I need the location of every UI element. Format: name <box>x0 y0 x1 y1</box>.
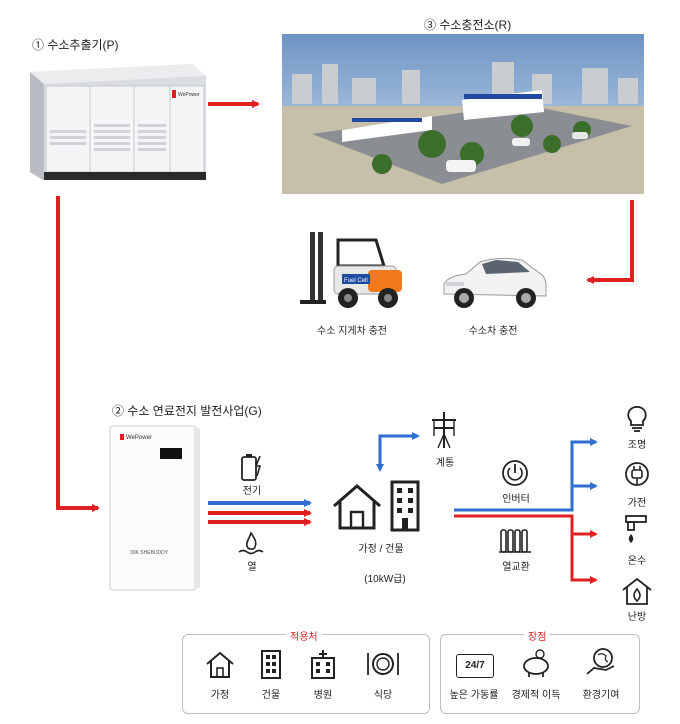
hotwater-label: 온수 <box>627 556 647 567</box>
arrow-to-grid <box>378 432 420 470</box>
24-7-icon: 24/7 <box>456 654 494 678</box>
inverter-power-icon <box>500 458 530 488</box>
arrow-from-grid <box>376 434 402 472</box>
application-label: 식당 <box>373 690 393 701</box>
hospital-icon <box>308 648 338 680</box>
light-bulb-icon <box>624 404 650 434</box>
appliance-label: 가전 <box>627 498 647 509</box>
heating-house-icon <box>620 576 654 606</box>
advantages-title: 장점 <box>524 628 551 643</box>
advantage-label: 환경기여 <box>582 690 620 701</box>
red-line-main <box>454 514 598 584</box>
blue-line-main <box>454 438 598 512</box>
forklift-label: 수소 지게차 충전 <box>317 326 387 337</box>
fuel-cell-unit-image: WePower 30K SHEBUDDY <box>108 424 202 594</box>
car-label: 수소차 충전 <box>468 326 518 337</box>
application-label: 가정 <box>210 690 230 701</box>
forklift-image: Fuel Cell <box>298 226 408 314</box>
house-icon <box>204 650 236 680</box>
application-label: 병원 <box>313 690 333 701</box>
battery-icon <box>238 452 266 482</box>
station-label: ③ 수소충전소(R) <box>424 18 512 32</box>
building-icon <box>258 648 284 680</box>
exchanger-label: 열교환 <box>502 562 530 573</box>
forklift-badge: Fuel Cell <box>344 278 368 284</box>
hydrogen-extractor-image: WePower <box>22 60 212 185</box>
piggy-bank-icon <box>518 648 554 678</box>
house-icon <box>330 482 384 532</box>
extractor-label: ① 수소추출기(P) <box>32 38 119 52</box>
electricity-label: 전기 <box>242 486 262 497</box>
application-label: 건물 <box>261 690 281 701</box>
fuelcell-model: 30K SHEBUDDY <box>130 550 169 556</box>
lighting-label: 조명 <box>627 440 647 451</box>
building-label: 가정 / 건물 <box>358 544 404 555</box>
hydrogen-station-image <box>282 34 644 194</box>
fuel-cell-car-image <box>438 254 550 310</box>
arrow-extractor-to-fuelcell <box>56 196 100 512</box>
advantage-label: 경제적 이득 <box>511 690 561 701</box>
applications-title: 적용처 <box>286 628 322 643</box>
heat-exchanger-icon <box>498 526 532 556</box>
power-tower-icon <box>424 410 464 450</box>
dining-icon <box>364 650 402 678</box>
fuelcell-brand: WePower <box>126 435 152 441</box>
extractor-brand: WePower <box>178 92 200 98</box>
arrow-station-to-car <box>586 200 634 284</box>
inverter-label: 인버터 <box>502 494 530 505</box>
faucet-icon <box>622 512 652 546</box>
fuelcell-label: ② 수소 연료전지 발전사업(G) <box>112 404 262 418</box>
heat-label: 열 <box>247 562 257 573</box>
eco-hand-icon <box>584 646 618 678</box>
advantage-label: 높은 가동률 <box>449 690 499 701</box>
heat-flame-icon <box>236 530 266 558</box>
heating-label: 난방 <box>627 612 647 623</box>
grid-label: 계통 <box>435 458 455 469</box>
building-capacity: (10kW급) <box>364 574 406 585</box>
office-building-icon <box>388 478 422 534</box>
power-plug-icon <box>624 460 650 490</box>
